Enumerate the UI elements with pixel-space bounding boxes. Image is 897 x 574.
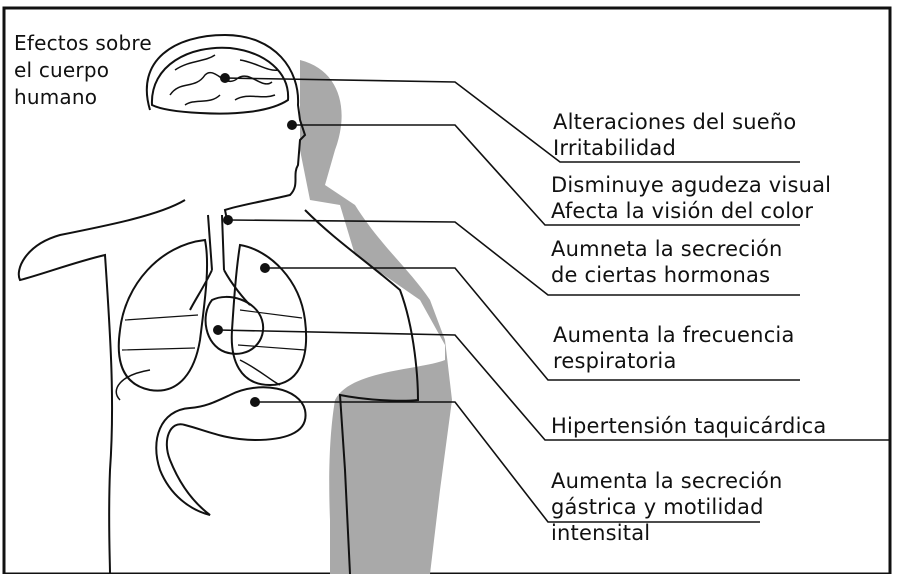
trachea	[190, 215, 250, 310]
effect-line: Hipertensión taquicárdica	[551, 413, 826, 439]
diagram-title: Efectos sobre el cuerpo humano	[14, 30, 152, 111]
stomach	[156, 387, 305, 515]
effect-lungs: Aumenta la frecuencia respiratoria	[553, 322, 795, 374]
effect-heart: Hipertensión taquicárdica	[551, 413, 826, 439]
effect-line: de ciertas hormonas	[551, 262, 783, 288]
effect-line: intensital	[551, 520, 783, 546]
effect-stomach: Aumenta la secreción gástrica y motilida…	[551, 468, 783, 546]
brain	[152, 48, 288, 114]
effect-brain: Alteraciones del sueño Irritabilidad	[553, 109, 796, 161]
title-line: humano	[14, 84, 152, 111]
effect-line: Aumenta la frecuencia	[553, 322, 795, 348]
effect-line: Disminuye agudeza visual	[551, 172, 831, 198]
effect-line: Aumenta la secreción	[551, 468, 783, 494]
effect-line: Afecta la visión del color	[551, 198, 831, 224]
effect-eyes: Disminuye agudeza visual Afecta la visió…	[551, 172, 831, 224]
effect-line: Irritabilidad	[553, 135, 796, 161]
effect-line: Aumneta la secreción	[551, 236, 783, 262]
torso-outline	[19, 200, 185, 574]
title-line: Efectos sobre	[14, 30, 152, 57]
body-shadow	[300, 60, 452, 574]
title-line: el cuerpo	[14, 57, 152, 84]
effect-line: Alteraciones del sueño	[553, 109, 796, 135]
effect-thyroid: Aumneta la secreción de ciertas hormonas	[551, 236, 783, 288]
effect-line: gástrica y motilidad	[551, 494, 783, 520]
effect-line: respiratoria	[553, 348, 795, 374]
